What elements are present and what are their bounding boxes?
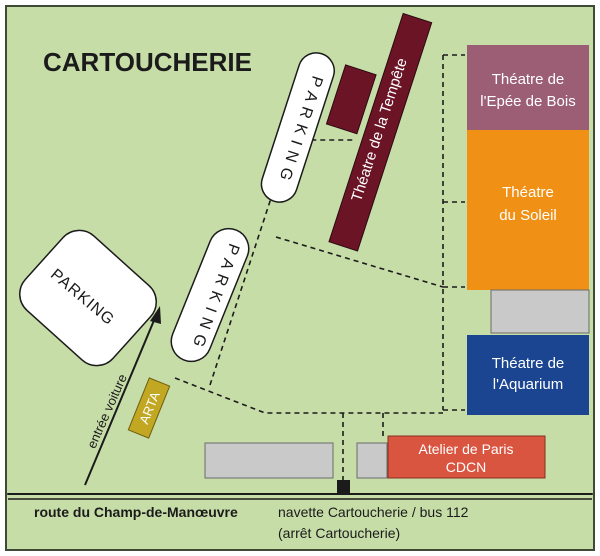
annex-bottom-left [204,442,334,479]
parking-vertical-1 [260,52,335,203]
soleil-building [467,130,589,290]
footpaths [174,54,465,482]
bus-label-line2: (arrêt Cartoucherie) [278,525,400,541]
aquarium-building [467,335,589,415]
entrance-arrow-line [84,317,156,486]
parking-vertical-2-shape [170,227,250,363]
tempete-small-block [325,64,377,135]
arta-building [127,377,171,439]
annex-bottom-small [356,442,388,479]
epee-label-line1: Théatre de [492,71,565,88]
atelier-label-line2: CDCN [446,459,486,475]
path-parking-tempete [209,139,355,386]
epee-label-line2: l'Epée de Bois [480,93,575,110]
aquarium-label-line2: l'Aquarium [493,376,563,393]
path-to-soleil [275,236,444,288]
annex-soleil [490,289,590,334]
soleil-label-line1: Théatre [502,184,554,201]
bus-label-line1: navette Cartoucherie / bus 112 [278,504,469,520]
tempete-long-block [328,12,433,252]
parking-big [19,229,157,367]
entrance-arrow-head [150,306,161,324]
parking-vertical-1-shape [260,52,335,203]
atelier-building [387,435,546,479]
map-title: CARTOUCHERIE [43,47,252,77]
aquarium-label-line1: Théatre de [492,355,565,372]
arta-shape [127,377,171,439]
parking-vertical-2 [170,227,250,363]
soleil-label-line2: du Soleil [499,207,557,224]
epee-building [467,45,589,130]
road-label: route du Champ-de-Manœuvre [34,504,238,520]
bus-stop-marker [337,480,350,494]
parking-big-shape [19,229,157,367]
tempete-small-building [325,64,377,135]
road-band [5,493,595,551]
tempete-building [328,12,433,252]
atelier-label-line1: Atelier de Paris [419,441,514,457]
